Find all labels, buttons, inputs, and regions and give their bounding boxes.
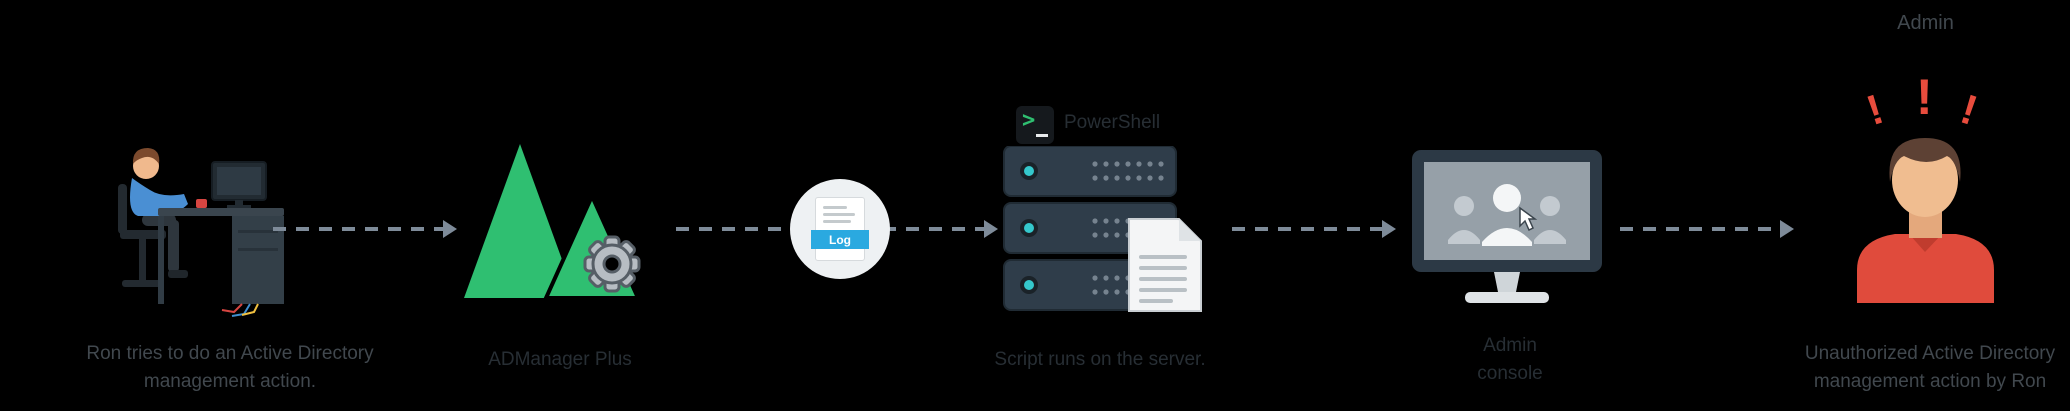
cursor-icon bbox=[1519, 206, 1538, 232]
admin-console-monitor-icon bbox=[1412, 150, 1602, 303]
admanager-caption: ADManager Plus bbox=[440, 346, 680, 374]
log-file-badge: Log bbox=[790, 179, 890, 279]
ron-caption-line2: management action. bbox=[143, 371, 317, 392]
script-document-icon bbox=[1128, 218, 1202, 312]
admin-avatar bbox=[1857, 138, 1994, 303]
desk-icon bbox=[158, 208, 284, 304]
gear-icon bbox=[583, 235, 641, 293]
admanager-caption-line: ADManager Plus bbox=[488, 349, 632, 370]
server-caption-line: Script runs on the server. bbox=[994, 349, 1206, 370]
console-caption: Admin console bbox=[1400, 332, 1620, 388]
powershell-icon: > bbox=[1016, 106, 1054, 144]
ron-caption-line1: Ron tries to do an Active Directory bbox=[86, 343, 374, 364]
desk-monitor-icon bbox=[211, 161, 267, 208]
log-label: Log bbox=[829, 232, 851, 247]
flow-arrow-1 bbox=[273, 220, 457, 238]
console-caption-line1: Admin bbox=[1483, 335, 1537, 356]
log-label-band: Log bbox=[811, 230, 869, 249]
flow-arrow-3 bbox=[1232, 220, 1396, 238]
exclamation-icon-2: ! bbox=[1916, 69, 1933, 125]
console-caption-line2: console bbox=[1477, 363, 1543, 384]
admin-caption-line1: Unauthorized Active Directory bbox=[1804, 343, 2056, 364]
ron-at-desk-illustration bbox=[118, 148, 284, 317]
chair-icon bbox=[118, 184, 166, 287]
server-caption: Script runs on the server. bbox=[960, 346, 1240, 374]
flow-arrow-4 bbox=[1620, 220, 1794, 238]
admin-caption: Unauthorized Active Directory management… bbox=[1740, 340, 2070, 396]
users-icon bbox=[1448, 184, 1566, 246]
admin-caption-line2: management action by Ron bbox=[1813, 371, 2047, 392]
admin-title: Admin bbox=[1897, 12, 1954, 34]
mug-icon bbox=[196, 199, 207, 208]
cables-icon bbox=[221, 303, 259, 317]
powershell-label: PowerShell bbox=[1064, 112, 1161, 133]
ron-caption: Ron tries to do an Active Directory mana… bbox=[40, 340, 420, 396]
log-document-icon: Log bbox=[811, 197, 869, 261]
admanager-plus-logo bbox=[464, 144, 642, 300]
powershell-glyph: > bbox=[1022, 108, 1036, 133]
powershell-underscore bbox=[1036, 134, 1048, 137]
